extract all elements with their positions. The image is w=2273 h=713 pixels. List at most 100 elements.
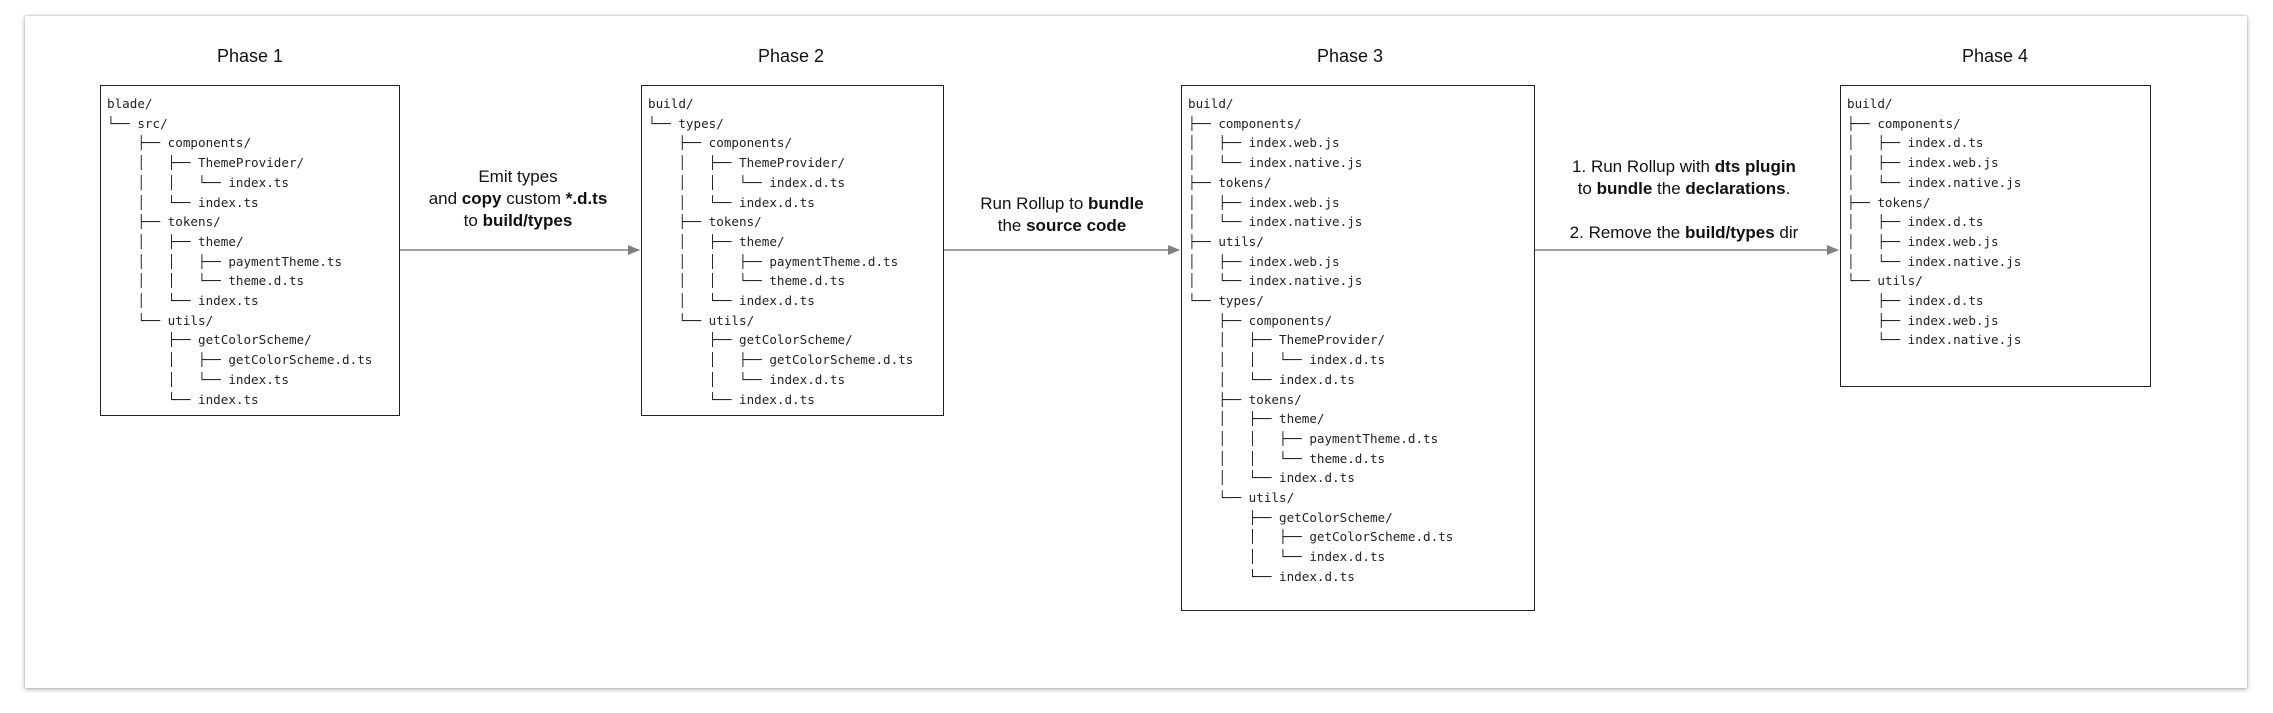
label-bold-text: dts plugin <box>1714 157 1796 176</box>
tree-entry: ├── components/ <box>1847 115 1961 131</box>
phase-4-tree: build/ ├── components/ │ ├── index.d.ts │ ├… <box>1841 86 2150 358</box>
tree-entry: │ │ ├── paymentTheme.d.ts <box>648 253 899 269</box>
tree-entry: ├── getColorScheme/ <box>648 332 853 348</box>
label-bold-text: build/types <box>482 211 573 230</box>
tree-entry: ├── tokens/ <box>1188 391 1302 407</box>
label-line: Run Rollup to bundle <box>980 193 1143 215</box>
tree-entry: └── index.native.js <box>1847 332 2022 348</box>
label-text: 2. Remove the <box>1569 223 1685 242</box>
tree-entry: └── index.ts <box>107 391 259 407</box>
label-bold-text: source code <box>1026 216 1127 235</box>
label-text: the <box>1652 179 1686 198</box>
tree-entry: └── utils/ <box>107 312 214 328</box>
tree-entry: │ ├── index.web.js <box>1847 155 1999 171</box>
tree-entry: └── utils/ <box>648 312 755 328</box>
tree-entry: blade/ <box>107 96 153 111</box>
tree-entry: ├── components/ <box>648 135 793 151</box>
tree-entry: └── types/ <box>648 115 724 131</box>
tree-entry: └── utils/ <box>1847 273 1923 289</box>
label-text: Run Rollup to <box>980 194 1089 213</box>
tree-entry: │ │ ├── paymentTheme.ts <box>107 253 343 269</box>
tree-entry: │ ├── index.d.ts <box>1847 214 1984 230</box>
tree-entry: │ └── index.ts <box>107 194 259 210</box>
label-text: 1. Run Rollup with <box>1572 157 1715 176</box>
phase-2-title: Phase 2 <box>757 46 825 66</box>
tree-entry: ├── index.web.js <box>1847 312 1999 328</box>
label-text: . <box>1785 179 1791 198</box>
tree-entry: │ ├── ThemeProvider/ <box>107 155 305 171</box>
phase-3-title: Phase 3 <box>1316 46 1384 66</box>
tree-entry: │ ├── ThemeProvider/ <box>1188 332 1386 348</box>
tree-entry: └── src/ <box>107 115 168 131</box>
tree-entry: ├── tokens/ <box>1847 194 1931 210</box>
tree-entry: │ └── index.native.js <box>1188 155 1363 171</box>
tree-entry: │ ├── theme/ <box>107 233 244 249</box>
phase-1-title: Phase 1 <box>216 46 284 66</box>
tree-entry: │ ├── index.web.js <box>1188 194 1340 210</box>
label-text: to <box>1577 179 1597 198</box>
label-bold-text: declarations <box>1685 179 1786 198</box>
tree-entry: │ └── index.d.ts <box>648 293 815 309</box>
label-text: to <box>463 211 483 230</box>
tree-entry: ├── tokens/ <box>1188 174 1272 190</box>
label-text: dir <box>1774 223 1799 242</box>
tree-entry: │ │ └── index.ts <box>107 174 289 190</box>
tree-entry: ├── components/ <box>107 135 252 151</box>
tree-entry: └── index.d.ts <box>648 391 815 407</box>
tree-entry: build/ <box>1188 96 1234 111</box>
label-line: to bundle the declarations. <box>1570 178 1799 200</box>
label-text: Emit types <box>478 167 558 186</box>
label-bold-text: build/types <box>1684 223 1775 242</box>
label-line: the source code <box>980 215 1143 237</box>
tree-entry: │ └── index.native.js <box>1188 273 1363 289</box>
label-line: 1. Run Rollup with dts plugin <box>1570 156 1799 178</box>
tree-entry: │ ├── getColorScheme.d.ts <box>1188 529 1454 545</box>
tree-entry: ├── utils/ <box>1188 233 1264 249</box>
tree-entry: │ │ ├── paymentTheme.d.ts <box>1188 430 1439 446</box>
tree-entry: │ └── index.d.ts <box>1188 470 1355 486</box>
phase-2-tree-box: build/└── types/ ├── components/ │ ├── T… <box>641 85 944 416</box>
tree-entry: │ └── index.native.js <box>1847 253 2022 269</box>
tree-entry: └── index.d.ts <box>1188 568 1355 584</box>
tree-entry: │ ├── index.web.js <box>1188 135 1340 151</box>
tree-entry: │ ├── getColorScheme.d.ts <box>107 352 373 368</box>
tree-entry: │ └── index.native.js <box>1847 174 2022 190</box>
phase-1-tree-box: blade/ └── src/ ├── components/ │ ├── The… <box>100 85 400 416</box>
tree-entry: │ └── index.d.ts <box>1188 549 1386 565</box>
tree-entry: │ └── index.ts <box>107 293 259 309</box>
tree-entry: │ ├── theme/ <box>1188 411 1325 427</box>
label-text: custom <box>501 189 566 208</box>
tree-entry: │ ├── ThemeProvider/ <box>648 155 846 171</box>
tree-entry: └── utils/ <box>1188 490 1295 506</box>
tree-entry: │ └── index.ts <box>107 371 289 387</box>
tree-entry: build/ <box>1847 96 1893 111</box>
label-line: 2. Remove the build/types dir <box>1570 222 1799 244</box>
tree-entry: ├── index.d.ts <box>1847 293 1984 309</box>
phase-1-tree: blade/ └── src/ ├── components/ │ ├── The… <box>101 86 399 417</box>
tree-entry: │ │ └── theme.d.ts <box>107 273 305 289</box>
phase-3-tree-box: build/├── components/│ ├── index.web.js│… <box>1181 85 1535 611</box>
tree-entry: │ ├── index.d.ts <box>1847 135 1984 151</box>
tree-entry: │ │ └── index.d.ts <box>1188 352 1386 368</box>
label-line: and copy custom *.d.ts <box>429 188 608 210</box>
tree-entry: │ ├── theme/ <box>648 233 785 249</box>
phase-3-tree: build/├── components/│ ├── index.web.js│… <box>1182 86 1534 595</box>
tree-entry: │ │ └── index.d.ts <box>648 174 846 190</box>
tree-entry: │ └── index.d.ts <box>1188 371 1355 387</box>
label-bold-text: bundle <box>1088 194 1144 213</box>
tree-entry: │ │ └── theme.d.ts <box>648 273 846 289</box>
tree-entry: │ └── index.d.ts <box>648 371 846 387</box>
label-bold-text: bundle <box>1596 179 1653 198</box>
tree-entry: └── types/ <box>1188 293 1264 309</box>
label-bold-text: *.d.ts <box>565 189 608 208</box>
tree-entry: ├── getColorScheme/ <box>107 332 312 348</box>
phase-2-tree: build/└── types/ ├── components/ │ ├── T… <box>642 86 943 417</box>
label-text: and <box>428 189 462 208</box>
label-text: the <box>997 216 1027 235</box>
label-bold-text: copy <box>461 189 502 208</box>
tree-entry: ├── tokens/ <box>648 214 762 230</box>
tree-entry: │ ├── index.web.js <box>1847 233 1999 249</box>
